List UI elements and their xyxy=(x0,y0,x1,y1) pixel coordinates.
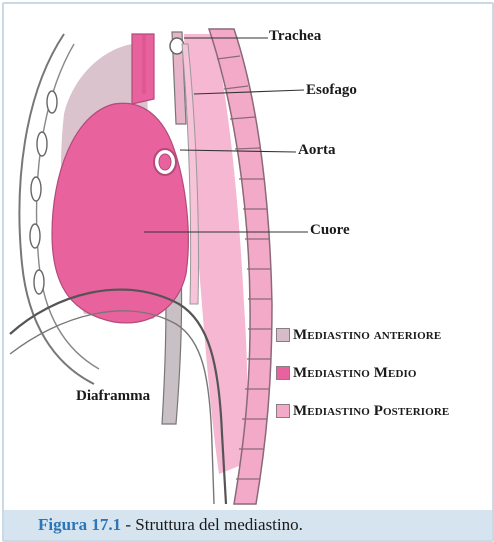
legend-swatch-medio xyxy=(276,366,290,380)
caption-bar: Figura 17.1 - Struttura del mediastino. xyxy=(4,510,492,540)
legend-label-anterior: Mediastino anteriore xyxy=(293,327,441,344)
figure-caption: Figura 17.1 - Struttura del mediastino. xyxy=(4,515,303,535)
legend-item-anterior: Mediastino anteriore xyxy=(276,322,449,348)
caption-text: - Struttura del mediastino. xyxy=(121,515,303,534)
label-esofago: Esofago xyxy=(306,82,357,99)
label-diaframma: Diaframma xyxy=(76,388,150,405)
legend-item-medio: Mediastino Medio xyxy=(276,360,449,386)
label-aorta: Aorta xyxy=(298,142,336,159)
legend-swatch-anterior xyxy=(276,328,290,342)
legend-swatch-posteriore xyxy=(276,404,290,418)
legend: Mediastino anteriore Mediastino Medio Me… xyxy=(276,322,449,436)
legend-label-posteriore: Mediastino Posteriore xyxy=(293,403,449,420)
label-cuore: Cuore xyxy=(310,222,350,239)
legend-item-posteriore: Mediastino Posteriore xyxy=(276,398,449,424)
legend-label-medio: Mediastino Medio xyxy=(293,365,417,382)
label-trachea: Trachea xyxy=(269,28,321,45)
figure-number: Figura 17.1 xyxy=(38,515,121,534)
